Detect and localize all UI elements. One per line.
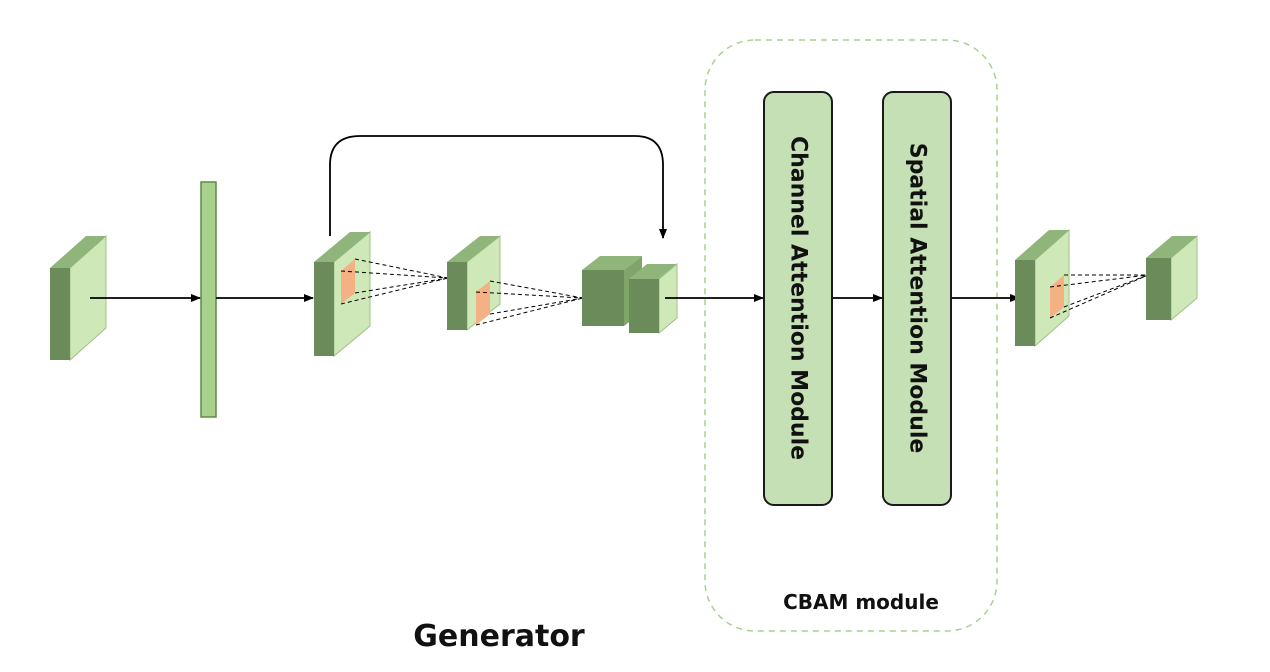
channel-attention-label: Channel Attention Module [786,136,811,460]
input-feature-block [50,234,107,362]
cbam-container [704,39,998,632]
encoder-block-2 [447,234,501,332]
spatial-attention-module: Spatial Attention Module [882,91,952,506]
fully-connected-layer [200,181,217,418]
projection-lines-2 [475,280,584,326]
kernel-highlight-1 [341,259,355,304]
encoder-block-1 [314,230,371,358]
channel-attention-module: Channel Attention Module [763,91,833,506]
cbam-module-label: CBAM module [783,590,939,614]
output-block-1 [1015,228,1070,348]
spatial-attention-label: Spatial Attention Module [905,143,930,454]
projection-lines-1 [340,258,449,305]
projection-lines-3 [1049,274,1149,319]
generator-label: Generator [413,619,585,654]
output-block-2 [1146,234,1198,322]
skip-connection-arrow [329,135,667,239]
